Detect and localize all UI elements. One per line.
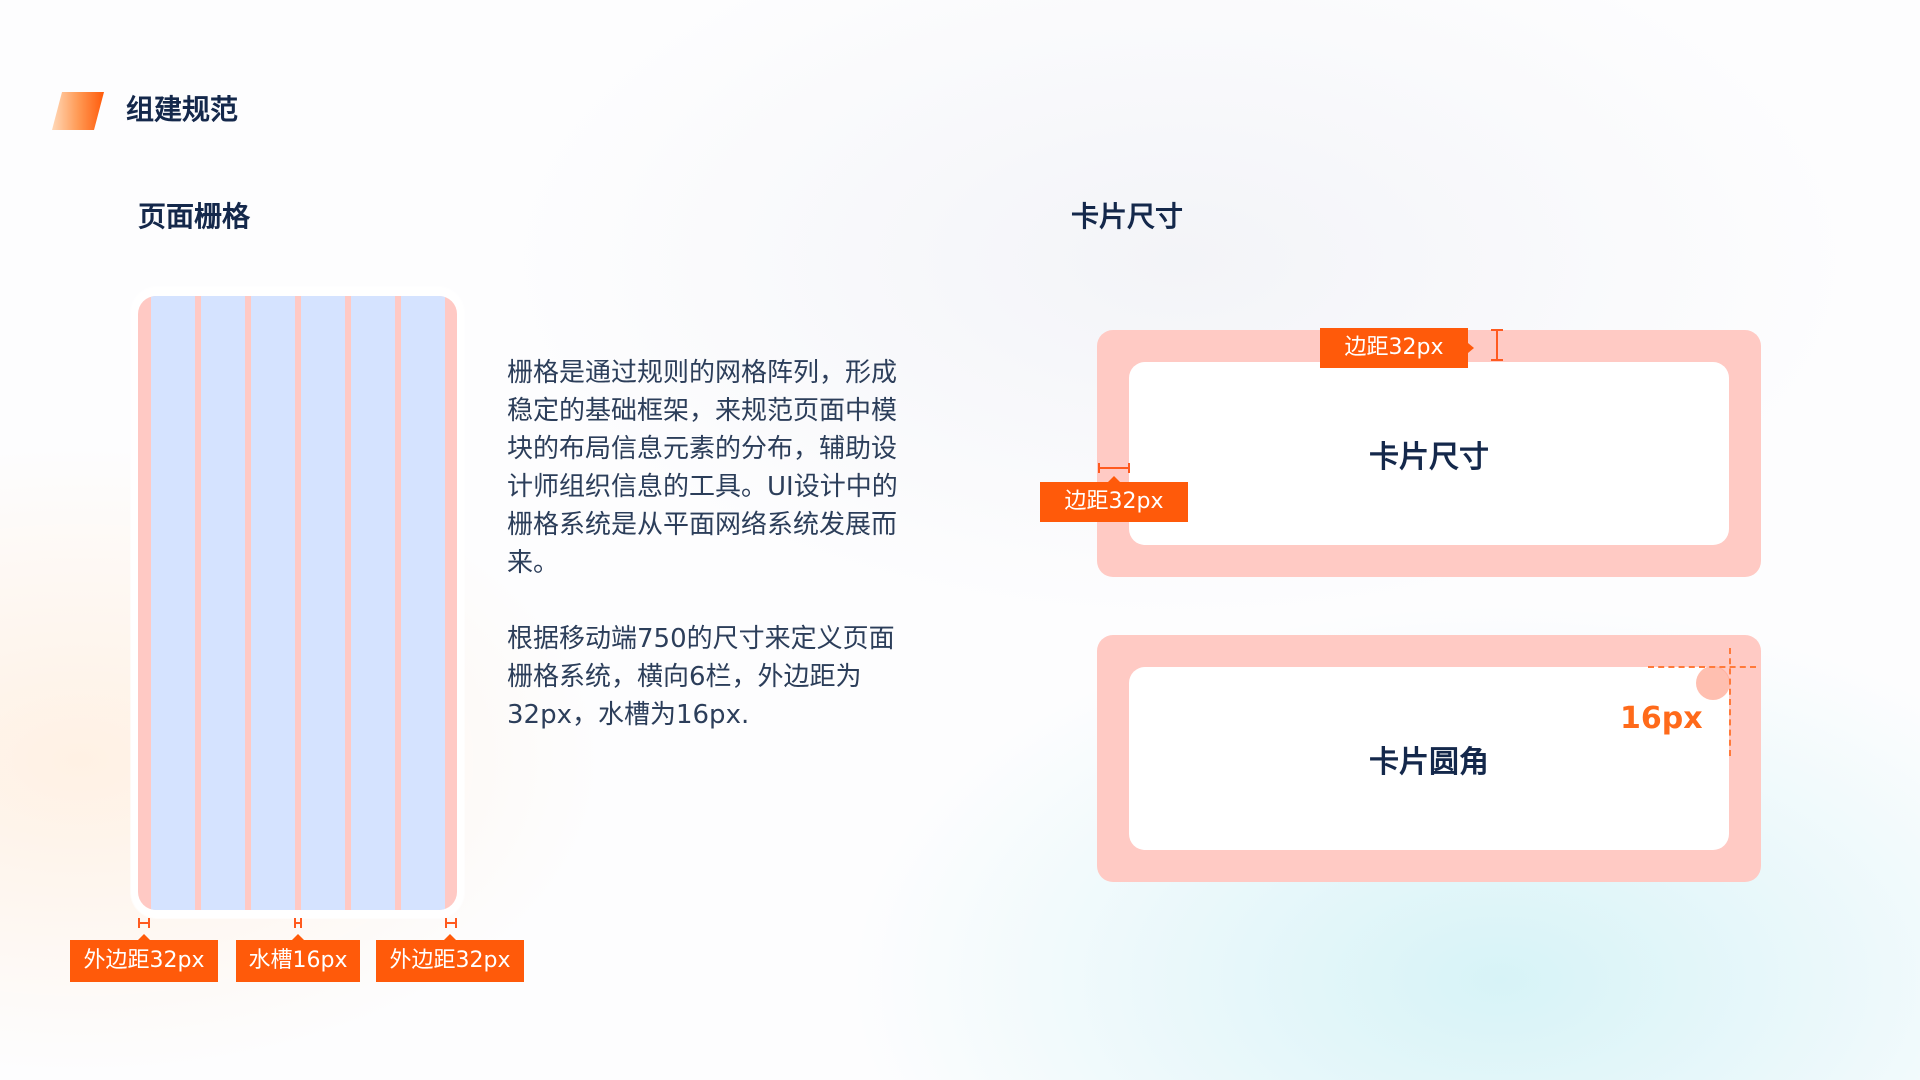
card-radius-label: 卡片圆角	[1369, 744, 1489, 780]
logo-icon	[52, 92, 104, 130]
left-margin-tag: 外边距32px	[70, 934, 218, 982]
grid-column	[251, 296, 295, 910]
grid-description: 栅格是通过规则的网格阵列，形成稳定的基础框架，来规范页面中模块的布局信息元素的分…	[507, 354, 917, 772]
phone-grid-mockup	[131, 287, 464, 918]
gutter-tick	[294, 918, 302, 928]
card-size-inner: 卡片尺寸	[1129, 362, 1729, 545]
card-radius-inner: 卡片圆角	[1129, 667, 1729, 850]
top-margin-marker-cap	[1491, 359, 1503, 361]
radius-value-label: 16px	[1620, 701, 1703, 736]
radius-guide-horizontal	[1648, 666, 1756, 668]
grid-column	[351, 296, 395, 910]
description-paragraph-2: 根据移动端750的尺寸来定义页面栅格系统，横向6栏，外边距为32px，水槽为16…	[507, 624, 895, 730]
radius-indicator-circle	[1696, 666, 1730, 700]
grid-column	[201, 296, 245, 910]
right-margin-tag: 外边距32px	[376, 934, 524, 982]
section-title-grid: 页面栅格	[138, 200, 251, 233]
card-radius-example: 卡片圆角	[1097, 635, 1761, 882]
description-paragraph-1: 栅格是通过规则的网格阵列，形成稳定的基础框架，来规范页面中模块的布局信息元素的分…	[507, 358, 898, 578]
grid-column	[151, 296, 195, 910]
grid-column	[401, 296, 445, 910]
gutter-tag: 水槽16px	[236, 934, 360, 982]
grid-area	[138, 296, 457, 910]
left-margin-marker	[1098, 463, 1130, 473]
section-title-card: 卡片尺寸	[1071, 200, 1184, 233]
card-top-margin-tag: 边距32px	[1320, 328, 1468, 368]
radius-guide-vertical	[1729, 648, 1731, 756]
tag-pointer	[1468, 343, 1474, 353]
grid-column	[301, 296, 345, 910]
right-margin-tick	[445, 918, 457, 928]
left-margin-tick	[138, 918, 150, 928]
top-margin-marker	[1496, 329, 1498, 361]
card-left-margin-tag: 边距32px	[1040, 476, 1188, 522]
page-title: 组建规范	[126, 93, 239, 126]
card-size-label: 卡片尺寸	[1369, 439, 1489, 475]
card-size-example: 卡片尺寸	[1097, 330, 1761, 577]
top-margin-marker-cap	[1491, 329, 1503, 331]
